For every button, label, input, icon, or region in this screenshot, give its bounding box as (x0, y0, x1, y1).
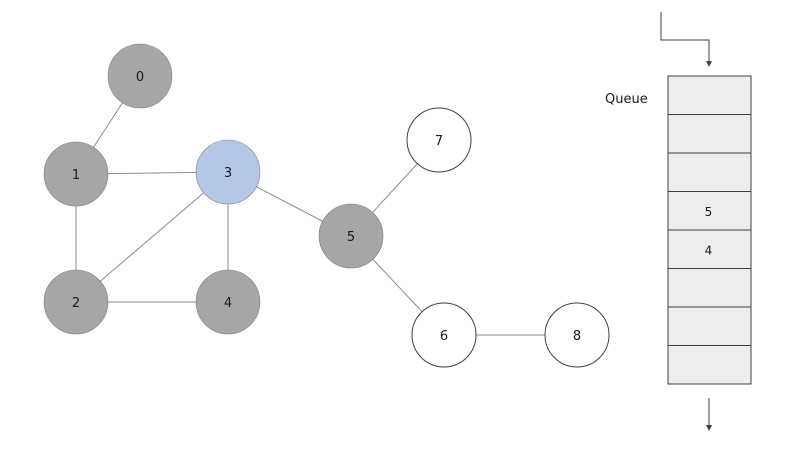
queue-cell (667, 268, 752, 308)
queue-cell-value: 5 (705, 205, 713, 219)
node-circle (43, 269, 109, 335)
node-6: 6 (411, 302, 477, 368)
queue-cell-box (667, 191, 752, 231)
node-2: 2 (43, 269, 109, 335)
queue-cells: 54 (667, 75, 752, 385)
node-label: 5 (347, 230, 355, 245)
queue-cell-box (667, 114, 752, 154)
queue-cell-box (667, 75, 752, 115)
graph-nodes: 0 1 2 3 4 5 6 7 8 (43, 43, 610, 368)
queue-cell-value: 4 (705, 243, 713, 257)
node-label: 4 (224, 296, 232, 311)
edge-2-3 (75, 171, 229, 303)
queue-cell-box (667, 306, 752, 346)
node-4: 4 (195, 269, 261, 335)
queue-cell-box (667, 229, 752, 269)
node-circle (411, 302, 477, 368)
queue-label: Queue (605, 92, 648, 107)
node-7: 7 (406, 107, 472, 173)
queue-cell (667, 306, 752, 346)
node-circle (195, 269, 261, 335)
node-circle (544, 302, 610, 368)
node-circle (406, 107, 472, 173)
node-label: 2 (72, 296, 80, 311)
node-label: 0 (136, 70, 144, 85)
node-1: 1 (43, 141, 109, 207)
queue-cell (667, 345, 752, 385)
node-0: 0 (107, 43, 173, 109)
graph-edges (75, 75, 577, 336)
node-5: 5 (318, 203, 384, 269)
queue-cell: 4 (667, 229, 752, 269)
node-label: 6 (440, 329, 448, 344)
node-label: 3 (224, 166, 232, 181)
queue-cell (667, 152, 752, 192)
queue: Queue 54 (605, 12, 752, 431)
node-label: 8 (573, 329, 581, 344)
node-3: 3 (195, 139, 261, 205)
queue-cell-box (667, 345, 752, 385)
node-circle (107, 43, 173, 109)
node-label: 1 (72, 168, 80, 183)
node-circle (195, 139, 261, 205)
node-label: 7 (435, 134, 443, 149)
node-circle (43, 141, 109, 207)
queue-cell-box (667, 152, 752, 192)
queue-cell (667, 114, 752, 154)
node-8: 8 (544, 302, 610, 368)
node-circle (318, 203, 384, 269)
queue-cell (667, 75, 752, 115)
queue-input-arrow (660, 12, 712, 67)
queue-cell-box (667, 268, 752, 308)
queue-cell: 5 (667, 191, 752, 231)
